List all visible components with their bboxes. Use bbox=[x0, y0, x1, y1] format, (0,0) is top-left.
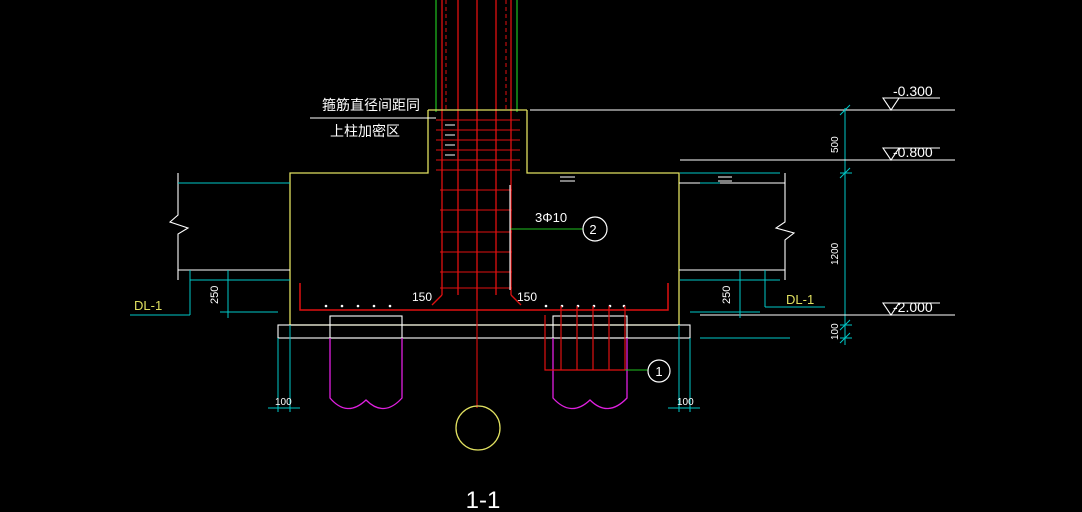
dim-right-offset: 100 bbox=[677, 397, 694, 408]
pile-cap-outline bbox=[289, 109, 680, 326]
callout-2-number: 2 bbox=[589, 222, 596, 237]
elevation-top: -0.300 bbox=[893, 83, 933, 99]
dim-left-offset: 100 bbox=[275, 397, 292, 408]
column-bar-dashed bbox=[445, 0, 507, 110]
beam-left bbox=[168, 173, 290, 280]
callout-1-number: 1 bbox=[655, 364, 662, 379]
callout-circles bbox=[582, 216, 671, 383]
dim-right-beam: 250 bbox=[721, 286, 733, 304]
callout-2-circle bbox=[582, 216, 608, 242]
elevation-symbols bbox=[881, 97, 940, 316]
spacing-marks bbox=[445, 124, 732, 182]
callout-1-circle bbox=[647, 359, 671, 383]
dim-middle: 1200 bbox=[830, 242, 841, 265]
pile-rebar bbox=[544, 306, 626, 371]
bar-spec-label: 3Φ10 bbox=[535, 210, 567, 225]
beam-label-right: DL-1 bbox=[786, 292, 814, 307]
elevation-bottom: -2.000 bbox=[893, 299, 933, 315]
pile-heads bbox=[329, 315, 628, 339]
piles bbox=[329, 338, 628, 410]
column-bar-hooks bbox=[431, 294, 522, 306]
dim-left-beam: 250 bbox=[209, 286, 221, 304]
dimension-lines bbox=[130, 104, 955, 412]
column-stirrups bbox=[436, 119, 520, 289]
note-line-1: 箍筋直径间距同 bbox=[322, 97, 420, 114]
hook-length-right: 150 bbox=[517, 290, 537, 304]
bottom-mesh-bar bbox=[299, 283, 669, 311]
beam-right bbox=[679, 173, 796, 280]
dim-upper: 500 bbox=[830, 136, 841, 153]
callout-leaders bbox=[509, 185, 648, 371]
note-line-2: 上柱加密区 bbox=[330, 123, 400, 140]
dim-lower: 100 bbox=[830, 323, 841, 340]
pile-plan-circle bbox=[455, 405, 501, 451]
bottom-mesh-dots bbox=[324, 304, 626, 308]
drawing-text: 箍筋直径间距同 上柱加密区 3Φ10 2 1 150 150 DL-1 DL-1… bbox=[134, 83, 933, 512]
beam-label-left: DL-1 bbox=[134, 298, 162, 313]
section-title: 1-1 bbox=[466, 487, 501, 512]
blinding-layer bbox=[277, 324, 691, 339]
hook-length-left: 150 bbox=[412, 290, 432, 304]
elevation-marker-top bbox=[881, 97, 901, 111]
elevation-middle: -0.800 bbox=[893, 144, 933, 160]
